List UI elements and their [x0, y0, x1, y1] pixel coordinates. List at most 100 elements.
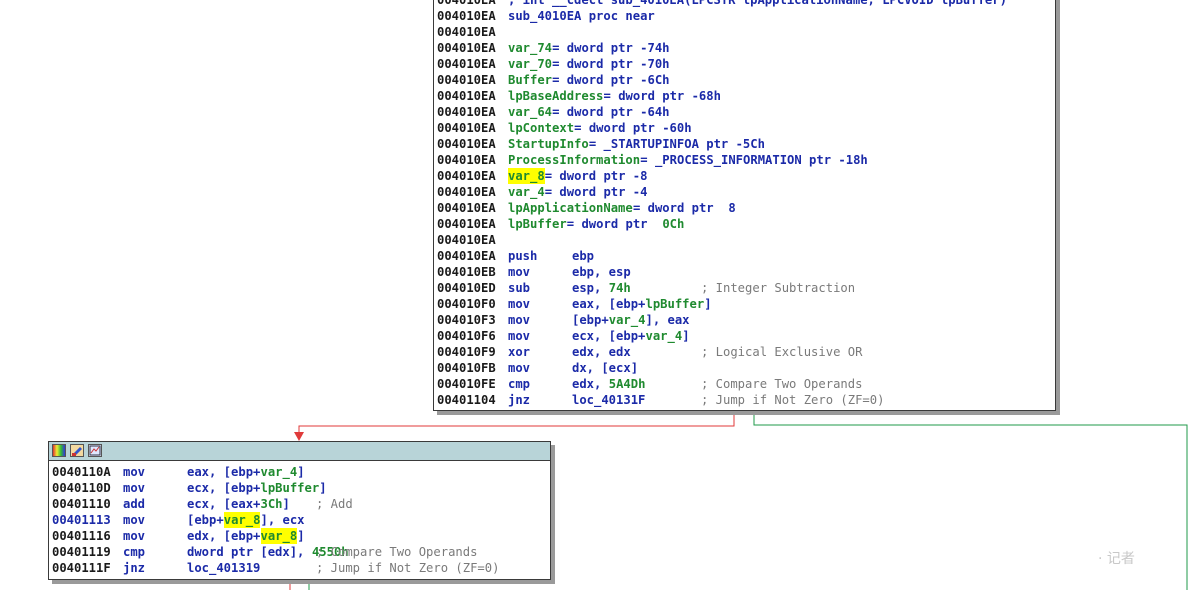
operand: eax, [ebp+	[572, 297, 646, 311]
operand: ]	[297, 529, 305, 543]
mnemonic: cmp	[123, 545, 146, 559]
address: 004010EA	[437, 41, 496, 55]
address: 004010EB	[437, 265, 496, 279]
variable-name[interactable]: var_4	[260, 465, 298, 479]
highlighted-variable[interactable]: var_8	[223, 512, 261, 528]
variable-name[interactable]: lpBuffer	[645, 297, 705, 311]
address: 004010EA	[437, 9, 496, 23]
variable-name[interactable]: Buffer	[508, 73, 553, 87]
operand: ebp, esp	[572, 265, 631, 279]
mnemonic: mov	[123, 513, 146, 527]
operand: [ebp+	[187, 513, 224, 527]
operand: ecx, [ebp+	[572, 329, 646, 343]
variable-name[interactable]: lpBuffer	[260, 481, 320, 495]
declaration-text: = dword ptr -4	[544, 185, 648, 199]
variable-name[interactable]: var_74	[508, 41, 553, 55]
declaration-text: sub_4010EA proc near	[508, 9, 655, 23]
color-palette-icon[interactable]	[52, 444, 66, 457]
address: 004010FB	[437, 361, 496, 375]
operand: ecx, [ebp+	[187, 481, 261, 495]
declaration-text: = _PROCESS_INFORMATION ptr -18h	[640, 153, 868, 167]
address: 00401110	[52, 497, 111, 511]
asm-line[interactable]: 004010EA	[434, 232, 1055, 248]
asm-line[interactable]: 004010EA sub_4010EA proc near	[434, 8, 1055, 24]
mnemonic: jnz	[508, 393, 531, 407]
variable-name[interactable]: var_4	[608, 313, 646, 327]
asm-line[interactable]: 004010EA	[434, 24, 1055, 40]
false-branch-edge	[298, 410, 735, 436]
address: 004010EA	[437, 25, 496, 39]
operand: ]	[704, 297, 712, 311]
address: 004010EA	[437, 89, 496, 103]
immediate-value: 4550h	[311, 545, 349, 559]
operand: loc_40131F	[572, 393, 646, 407]
variable-name[interactable]: lpBuffer	[508, 217, 567, 231]
variable-name[interactable]: ProcessInformation	[508, 153, 641, 167]
declaration-text: = dword ptr 8	[632, 201, 736, 215]
variable-name[interactable]: var_4	[508, 185, 545, 199]
operand: edx,	[572, 377, 609, 391]
comment: ; Compare Two Operands	[316, 545, 478, 559]
highlighted-variable[interactable]: var_8	[508, 168, 545, 184]
asm-line[interactable]: 004010EA lpContext= dword ptr -60h	[434, 120, 1055, 136]
asm-line[interactable]: 004010EA lpBaseAddress= dword ptr -68h	[434, 88, 1055, 104]
mnemonic: mov	[508, 265, 531, 279]
function-header-block[interactable]: 004010EA; int __cdecl sub_4010EA(LPCSTR …	[433, 0, 1056, 411]
variable-name[interactable]: lpBaseAddress	[508, 89, 604, 103]
operand: ebp	[572, 249, 595, 263]
graph-overview-icon[interactable]	[88, 444, 102, 457]
variable-name[interactable]: lpContext	[508, 121, 575, 135]
comment: ; Jump if Not Zero (ZF=0)	[316, 561, 500, 575]
declaration-text: = dword ptr -68h	[603, 89, 721, 103]
asm-line[interactable]: 004010EA; int __cdecl sub_4010EA(LPCSTR …	[434, 0, 1055, 8]
address: 004010F6	[437, 329, 496, 343]
declaration-text: = dword ptr -60h	[574, 121, 692, 135]
operand: ]	[282, 497, 290, 511]
mnemonic: mov	[123, 481, 146, 495]
address: 004010EA	[437, 105, 496, 119]
address: 004010EA	[437, 121, 496, 135]
variable-name[interactable]: lpApplicationName	[508, 201, 633, 215]
highlighted-variable[interactable]: var_8	[260, 528, 298, 544]
address: 004010F9	[437, 345, 496, 359]
address: 0040111F	[52, 561, 111, 575]
variable-name[interactable]: var_64	[508, 105, 553, 119]
asm-line[interactable]: 004010EB mov ebp, esp	[434, 264, 1055, 280]
mnemonic: cmp	[508, 377, 531, 391]
declaration-text: = _STARTUPINFOA ptr -5Ch	[588, 137, 765, 151]
edit-graph-icon[interactable]	[70, 444, 84, 457]
immediate-value: 3Ch	[260, 497, 283, 511]
mnemonic: push	[508, 249, 538, 263]
variable-name[interactable]: StartupInfo	[508, 137, 589, 151]
variable-name[interactable]: var_70	[508, 57, 553, 71]
variable-name[interactable]: var_4	[645, 329, 683, 343]
